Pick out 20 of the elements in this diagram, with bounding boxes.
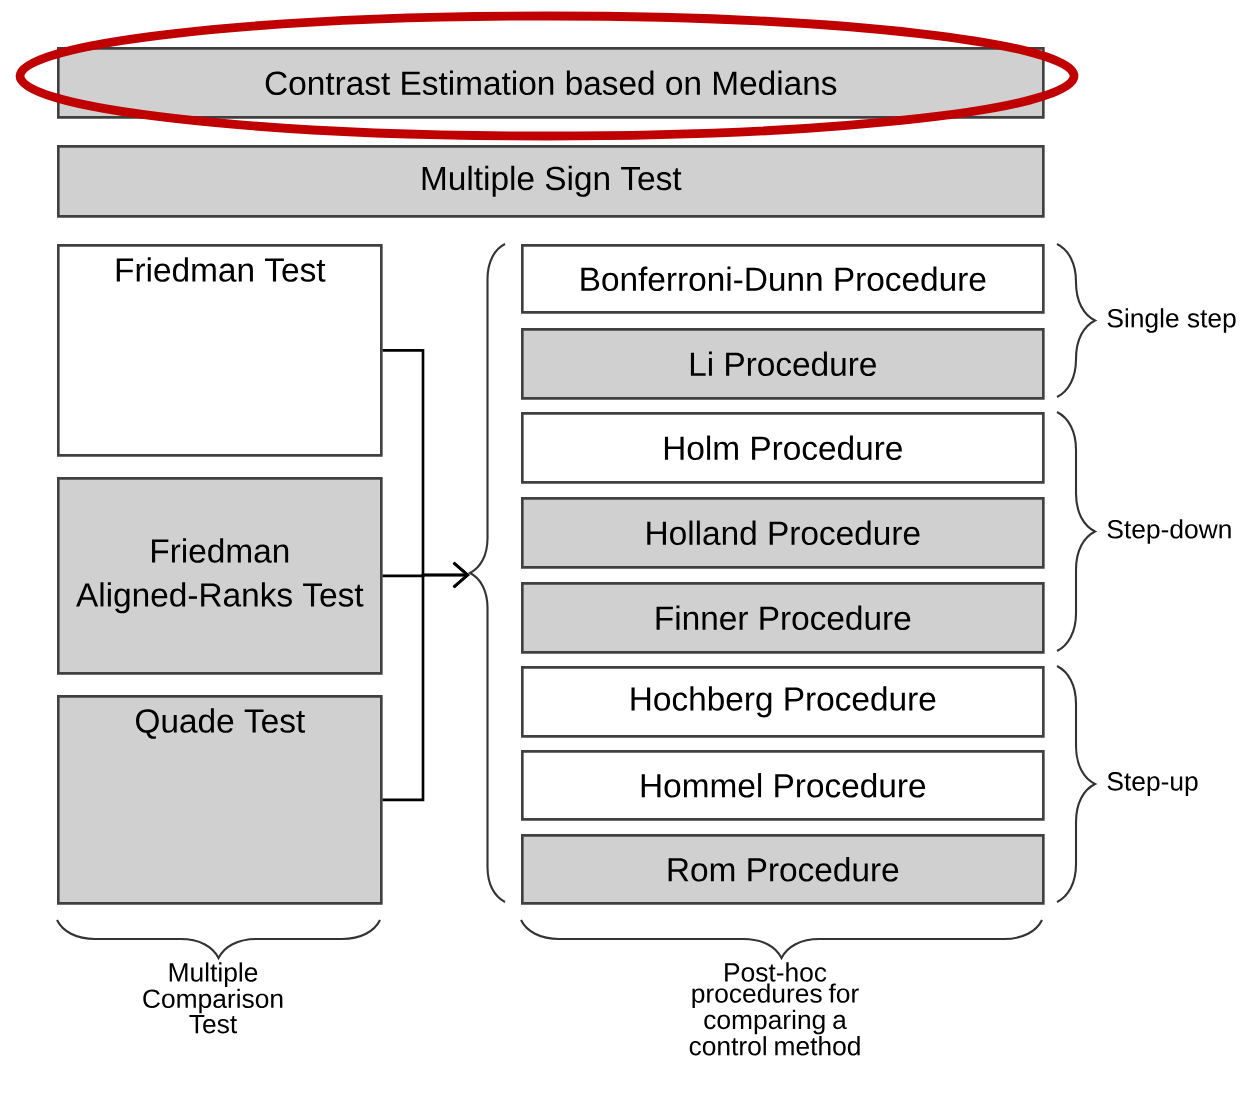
method-box: Finner Procedure (521, 582, 1045, 654)
method-box: Holm Procedure (521, 412, 1045, 484)
method-box: Bonferroni-Dunn Procedure (521, 244, 1045, 314)
method-box: Quade Test (57, 695, 383, 905)
brace-label: Single step (1107, 308, 1236, 333)
method-box: Holland Procedure (521, 497, 1045, 569)
method-box: Li Procedure (521, 328, 1045, 400)
curly-brace (468, 243, 506, 903)
method-box: Hochberg Procedure (521, 666, 1045, 738)
brace-label: Step-up (1107, 772, 1198, 796)
method-box: Multiple Sign Test (57, 145, 1045, 218)
brace-label: Multiple Comparison Test (143, 962, 283, 1034)
brace-label: Post-hoc procedures for comparing a control method (689, 962, 860, 1056)
method-box: Contrast Estimation based on Medians (57, 47, 1045, 119)
arrow (382, 561, 470, 802)
method-box: Friedman Aligned-Ranks Test (57, 477, 383, 675)
method-box: Hommel Procedure (521, 750, 1045, 821)
brace-label: Step-down (1107, 519, 1231, 544)
method-box: Friedman Test (57, 244, 383, 457)
method-box: Rom Procedure (521, 834, 1045, 905)
